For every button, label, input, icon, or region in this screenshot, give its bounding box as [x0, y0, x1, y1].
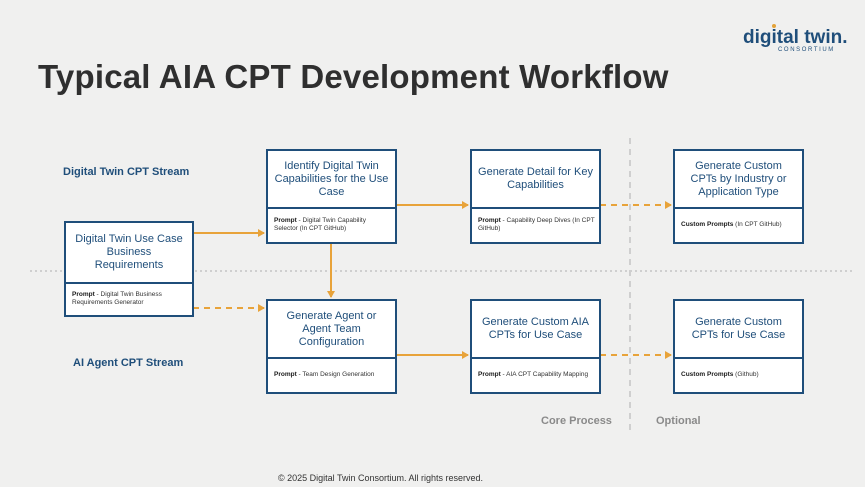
box-custom-cpts-use-case: Generate Custom CPTs for Use Case Custom…: [673, 299, 804, 394]
digital-twin-consortium-logo: digital twin. CONSORTIUM: [740, 24, 848, 56]
box-agent-configuration: Generate Agent or Agent Team Configurati…: [266, 299, 397, 394]
box-agent-configuration-title: Generate Agent or Agent Team Configurati…: [268, 301, 395, 359]
box-business-requirements-prompt: Prompt - Digital Twin Business Requireme…: [72, 282, 188, 315]
prompt-label: Custom Prompts: [681, 370, 734, 378]
prompt-label: Prompt: [72, 290, 95, 298]
logo-wordmark: digital twin.: [743, 27, 848, 48]
prompt-label: Prompt: [478, 370, 501, 378]
box-generate-detail-title: Generate Detail for Key Capabilities: [472, 151, 599, 209]
prompt-text: - Digital Twin Capability Selector (In C…: [274, 216, 366, 232]
prompt-label: Prompt: [478, 216, 501, 224]
box-custom-cpts-use-case-title: Generate Custom CPTs for Use Case: [675, 301, 802, 359]
box-custom-aia-cpts-prompt: Prompt - AIA CPT Capability Mapping: [478, 357, 595, 392]
prompt-label: Prompt: [274, 370, 297, 378]
logo-subtitle: CONSORTIUM: [778, 47, 835, 53]
prompt-text: - Digital Twin Business Requirements Gen…: [72, 290, 162, 306]
copyright-notice: © 2025 Digital Twin Consortium. All righ…: [278, 473, 484, 483]
box-generate-detail-prompt: Prompt - Capability Deep Dives (In CPT G…: [478, 207, 595, 242]
optional-label: Optional: [656, 415, 701, 427]
box-identify-capabilities: Identify Digital Twin Capabilities for t…: [266, 149, 397, 244]
box-identify-capabilities-prompt: Prompt - Digital Twin Capability Selecto…: [274, 207, 391, 242]
prompt-text: - Capability Deep Dives (In CPT GitHub): [478, 216, 595, 232]
box-generate-detail: Generate Detail for Key Capabilities Pro…: [470, 149, 601, 244]
stream-label-digital-twin: Digital Twin CPT Stream: [63, 166, 190, 178]
prompt-label: Custom Prompts: [681, 220, 734, 228]
box-business-requirements-title: Digital Twin Use Case Business Requireme…: [66, 223, 192, 284]
box-custom-cpts-use-case-prompt: Custom Prompts (Github): [681, 357, 798, 392]
stream-label-ai-agent: AI Agent CPT Stream: [73, 357, 184, 369]
box-custom-cpts-industry-prompt: Custom Prompts (In CPT GitHub): [681, 207, 798, 242]
prompt-text: (In CPT GitHub): [733, 220, 782, 228]
box-custom-cpts-industry: Generate Custom CPTs by Industry or Appl…: [673, 149, 804, 244]
core-process-label: Core Process: [541, 415, 612, 427]
box-custom-cpts-industry-title: Generate Custom CPTs by Industry or Appl…: [675, 151, 802, 209]
logo-dot: [772, 24, 776, 28]
box-agent-configuration-prompt: Prompt - Team Design Generation: [274, 357, 391, 392]
prompt-text: - Team Design Generation: [296, 370, 375, 378]
slide-title: Typical AIA CPT Development Workflow: [38, 58, 669, 95]
box-custom-aia-cpts-title: Generate Custom AIA CPTs for Use Case: [472, 301, 599, 359]
box-identify-capabilities-title: Identify Digital Twin Capabilities for t…: [268, 151, 395, 209]
prompt-text: - AIA CPT Capability Mapping: [500, 370, 589, 378]
prompt-text: (Github): [733, 370, 759, 378]
box-business-requirements: Digital Twin Use Case Business Requireme…: [64, 221, 194, 317]
box-custom-aia-cpts: Generate Custom AIA CPTs for Use Case Pr…: [470, 299, 601, 394]
prompt-label: Prompt: [274, 216, 297, 224]
